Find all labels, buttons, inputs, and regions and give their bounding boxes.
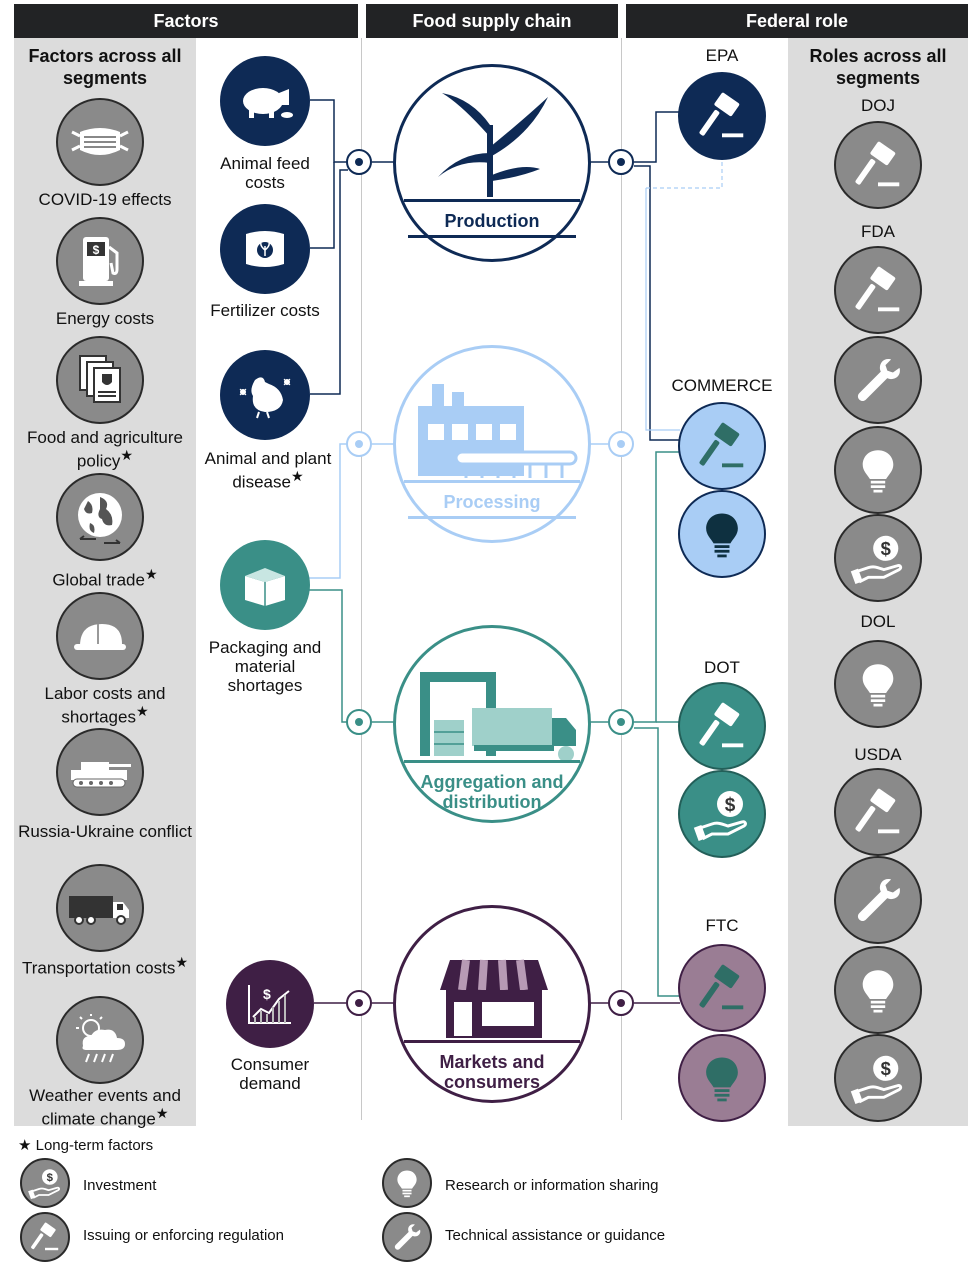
research-icon [834,426,922,514]
agency-fda-label: FDA [861,222,895,241]
segment-factor-label: Animal feed costs [220,154,310,192]
segment-factor-label: Consumer demand [230,1055,310,1093]
legend-technical: Technical assistance or guidance [445,1227,666,1244]
left-item-label: Labor costs and shortages★ [44,684,166,727]
agency-epa-label: EPA [705,46,739,65]
production-label: Production [444,211,540,231]
technical-assistance-icon [834,336,922,424]
processing-label: Processing [443,492,541,512]
truck-icon [56,864,144,952]
research-icon [834,946,922,1034]
pig-icon [220,56,310,146]
investment-icon [834,1034,922,1122]
plant-icon [438,93,548,197]
investment-icon [834,514,922,602]
left-item-label: COVID-19 effects [38,190,172,209]
research-icon [834,640,922,728]
legend-star-note: ★ Long-term factors [18,1137,154,1154]
production-segment: Production [393,64,591,262]
legend-investment: Investment [83,1177,157,1194]
chicken-icon [220,350,310,440]
processing-segment: Processing [393,345,591,543]
demand-chart-icon: $ [226,960,314,1048]
divider-right [621,38,622,1120]
markets-segment: Markets and consumers [393,905,591,1103]
factors-header: Factors [14,4,358,38]
regulation-icon [834,768,922,856]
technical-assistance-icon [382,1212,432,1262]
divider-left [361,38,362,1120]
agency-dot-label: DOT [704,658,740,677]
warehouse-truck-icon [420,672,576,762]
connector-node [346,709,372,735]
regulation-icon [678,402,766,490]
svg-text:$: $ [93,243,100,257]
agency-usda-label: USDA [854,745,902,764]
segment-factor-label: Packaging and material shortages [208,638,322,695]
storefront-icon [440,959,548,1038]
connector-node [346,431,372,457]
factory-icon [418,384,578,478]
regulation-icon [678,682,766,770]
aggregation-segment: Aggregation and distribution [393,625,591,823]
regulation-icon [678,944,766,1032]
connector-node [608,431,634,457]
weather-icon [56,996,144,1084]
fuel-pump-icon: $ [56,217,144,305]
box-icon [220,540,310,630]
connector-node [608,709,634,735]
technical-assistance-icon [834,856,922,944]
left-item-label: Transportation costs★ [21,955,189,978]
regulation-icon [678,72,766,160]
left-panel-title: Factors across all segments [28,46,182,88]
connector-node [608,149,634,175]
regulation-icon [20,1212,70,1262]
connector-node [346,149,372,175]
legend-research: Research or information sharing [445,1177,659,1194]
connector-node [346,990,372,1016]
supply-chain-header: Food supply chain [366,4,618,38]
mask-icon [56,98,144,186]
svg-text:$: $ [263,986,271,1002]
left-item-label: Weather events and climate change★ [29,1086,181,1129]
research-icon [678,490,766,578]
federal-role-header: Federal role [626,4,968,38]
markets-label: Markets and consumers [439,1052,545,1092]
left-item-label: Russia-Ukraine conflict [18,822,192,841]
aggregation-label: Aggregation and distribution [420,772,564,812]
fertilizer-bag-icon [220,204,310,294]
agency-dol-label: DOL [860,612,896,631]
regulation-icon [834,246,922,334]
left-item-label: Global trade★ [52,567,158,590]
segment-factor-label: Fertilizer costs [210,301,320,320]
hard-hat-icon [56,592,144,680]
research-icon [678,1034,766,1122]
investment-icon [678,770,766,858]
research-icon [382,1158,432,1208]
segment-factor-label: Animal and plant disease★ [204,449,332,492]
connector-node [608,990,634,1016]
left-item-label: Energy costs [55,309,155,328]
legend-regulation: Issuing or enforcing regulation [83,1227,284,1244]
investment-icon [20,1158,70,1208]
documents-icon [56,336,144,424]
agency-doj-label: DOJ [861,96,895,115]
right-panel-title: Roles across all segments [809,46,947,88]
left-item-label: Food and agriculture policy★ [27,428,183,471]
tank-icon [56,728,144,816]
agency-ftc-label: FTC [705,916,739,935]
globe-icon [56,473,144,561]
regulation-icon [834,121,922,209]
agency-commerce-label: COMMERCE [671,376,773,395]
